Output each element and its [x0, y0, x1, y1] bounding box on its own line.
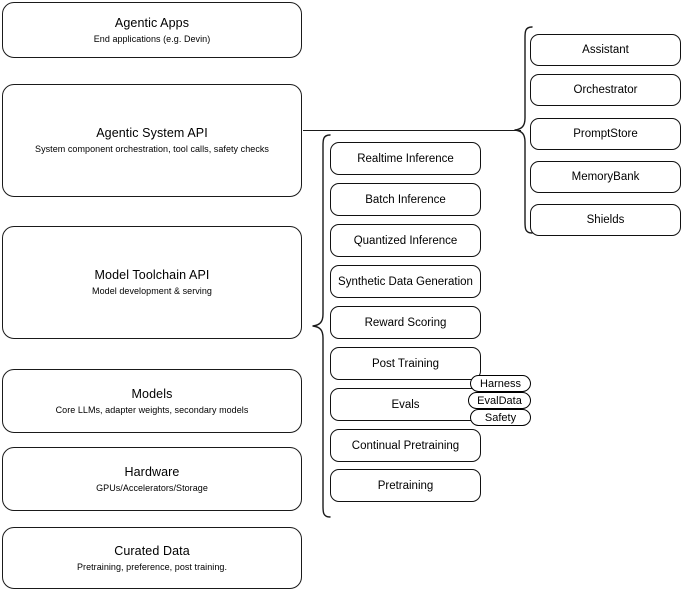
stack-layer-title: Curated Data: [114, 543, 190, 558]
stack-layer-title: Model Toolchain API: [94, 268, 210, 282]
toolchain-capability-realtime-inference[interactable]: Realtime Inference: [330, 142, 481, 175]
toolchain-capability-label: Pretraining: [377, 479, 434, 492]
evals-tag-safety[interactable]: Safety: [470, 409, 531, 426]
toolchain-capability-pretraining[interactable]: Pretraining: [330, 469, 481, 502]
system-component-promptstore[interactable]: PromptStore: [530, 118, 681, 150]
stack-layer-subtitle: End applications (e.g. Devin): [93, 33, 211, 44]
evals-tag-label: Harness: [480, 377, 521, 390]
stack-layer-models[interactable]: Models Core LLMs, adapter weights, secon…: [2, 369, 302, 433]
system-component-assistant[interactable]: Assistant: [530, 34, 681, 66]
system-component-shields[interactable]: Shields: [530, 204, 681, 236]
toolchain-capability-batch-inference[interactable]: Batch Inference: [330, 183, 481, 216]
evals-tag-evaldata[interactable]: EvalData: [468, 392, 531, 409]
system-component-memorybank[interactable]: MemoryBank: [530, 161, 681, 193]
stack-layer-subtitle: Model development & serving: [92, 286, 212, 296]
evals-tag-label: EvalData: [477, 394, 522, 407]
stack-layer-subtitle: GPUs/Accelerators/Storage: [96, 482, 208, 493]
stack-layer-model-toolchain-api[interactable]: Model Toolchain API Model development & …: [2, 226, 302, 339]
stack-layer-title: Agentic System API: [96, 126, 208, 140]
system-component-label: Shields: [586, 214, 625, 226]
stack-layer-agentic-system-api[interactable]: Agentic System API System component orch…: [2, 84, 302, 197]
evals-tag-label: Safety: [484, 411, 517, 424]
toolchain-capability-label: Evals: [391, 398, 420, 411]
toolchain-capability-quantized-inference[interactable]: Quantized Inference: [330, 224, 481, 257]
toolchain-capability-label: Synthetic Data Generation: [338, 275, 473, 288]
stack-layer-title: Hardware: [124, 464, 180, 479]
system-component-orchestrator[interactable]: Orchestrator: [530, 74, 681, 106]
system-component-label: Assistant: [582, 44, 629, 56]
toolchain-capability-reward-scoring[interactable]: Reward Scoring: [330, 306, 481, 339]
toolchain-capability-label: Continual Pretraining: [351, 439, 460, 452]
toolchain-capability-label: Realtime Inference: [357, 152, 454, 165]
evals-tag-harness[interactable]: Harness: [470, 375, 531, 392]
toolchain-capability-label: Reward Scoring: [364, 316, 447, 329]
brace-toolchain-capabilities: [312, 134, 331, 518]
brace-system-components: [514, 26, 533, 234]
stack-layer-curated-data[interactable]: Curated Data Pretraining, preference, po…: [2, 527, 302, 589]
connector-line-system-api-to-components: [303, 130, 521, 132]
stack-layer-title: Models: [131, 386, 173, 401]
stack-layer-subtitle: Core LLMs, adapter weights, secondary mo…: [55, 404, 249, 415]
toolchain-capability-evals[interactable]: Evals: [330, 388, 481, 421]
system-component-label: MemoryBank: [571, 171, 640, 183]
stack-layer-title: Agentic Apps: [114, 15, 190, 30]
system-component-label: Orchestrator: [573, 84, 638, 96]
system-component-label: PromptStore: [573, 128, 638, 140]
toolchain-capability-label: Batch Inference: [365, 193, 446, 206]
stack-layer-agentic-apps[interactable]: Agentic Apps End applications (e.g. Devi…: [2, 2, 302, 58]
toolchain-capability-label: Post Training: [371, 357, 440, 370]
stack-layer-subtitle: Pretraining, preference, post training.: [76, 561, 228, 572]
stack-layer-hardware[interactable]: Hardware GPUs/Accelerators/Storage: [2, 447, 302, 511]
toolchain-capability-continual-pretraining[interactable]: Continual Pretraining: [330, 429, 481, 462]
toolchain-capability-label: Quantized Inference: [353, 234, 458, 247]
stack-layer-subtitle: System component orchestration, tool cal…: [35, 144, 269, 154]
toolchain-capability-post-training[interactable]: Post Training: [330, 347, 481, 380]
toolchain-capability-synthetic-data-generation[interactable]: Synthetic Data Generation: [330, 265, 481, 298]
